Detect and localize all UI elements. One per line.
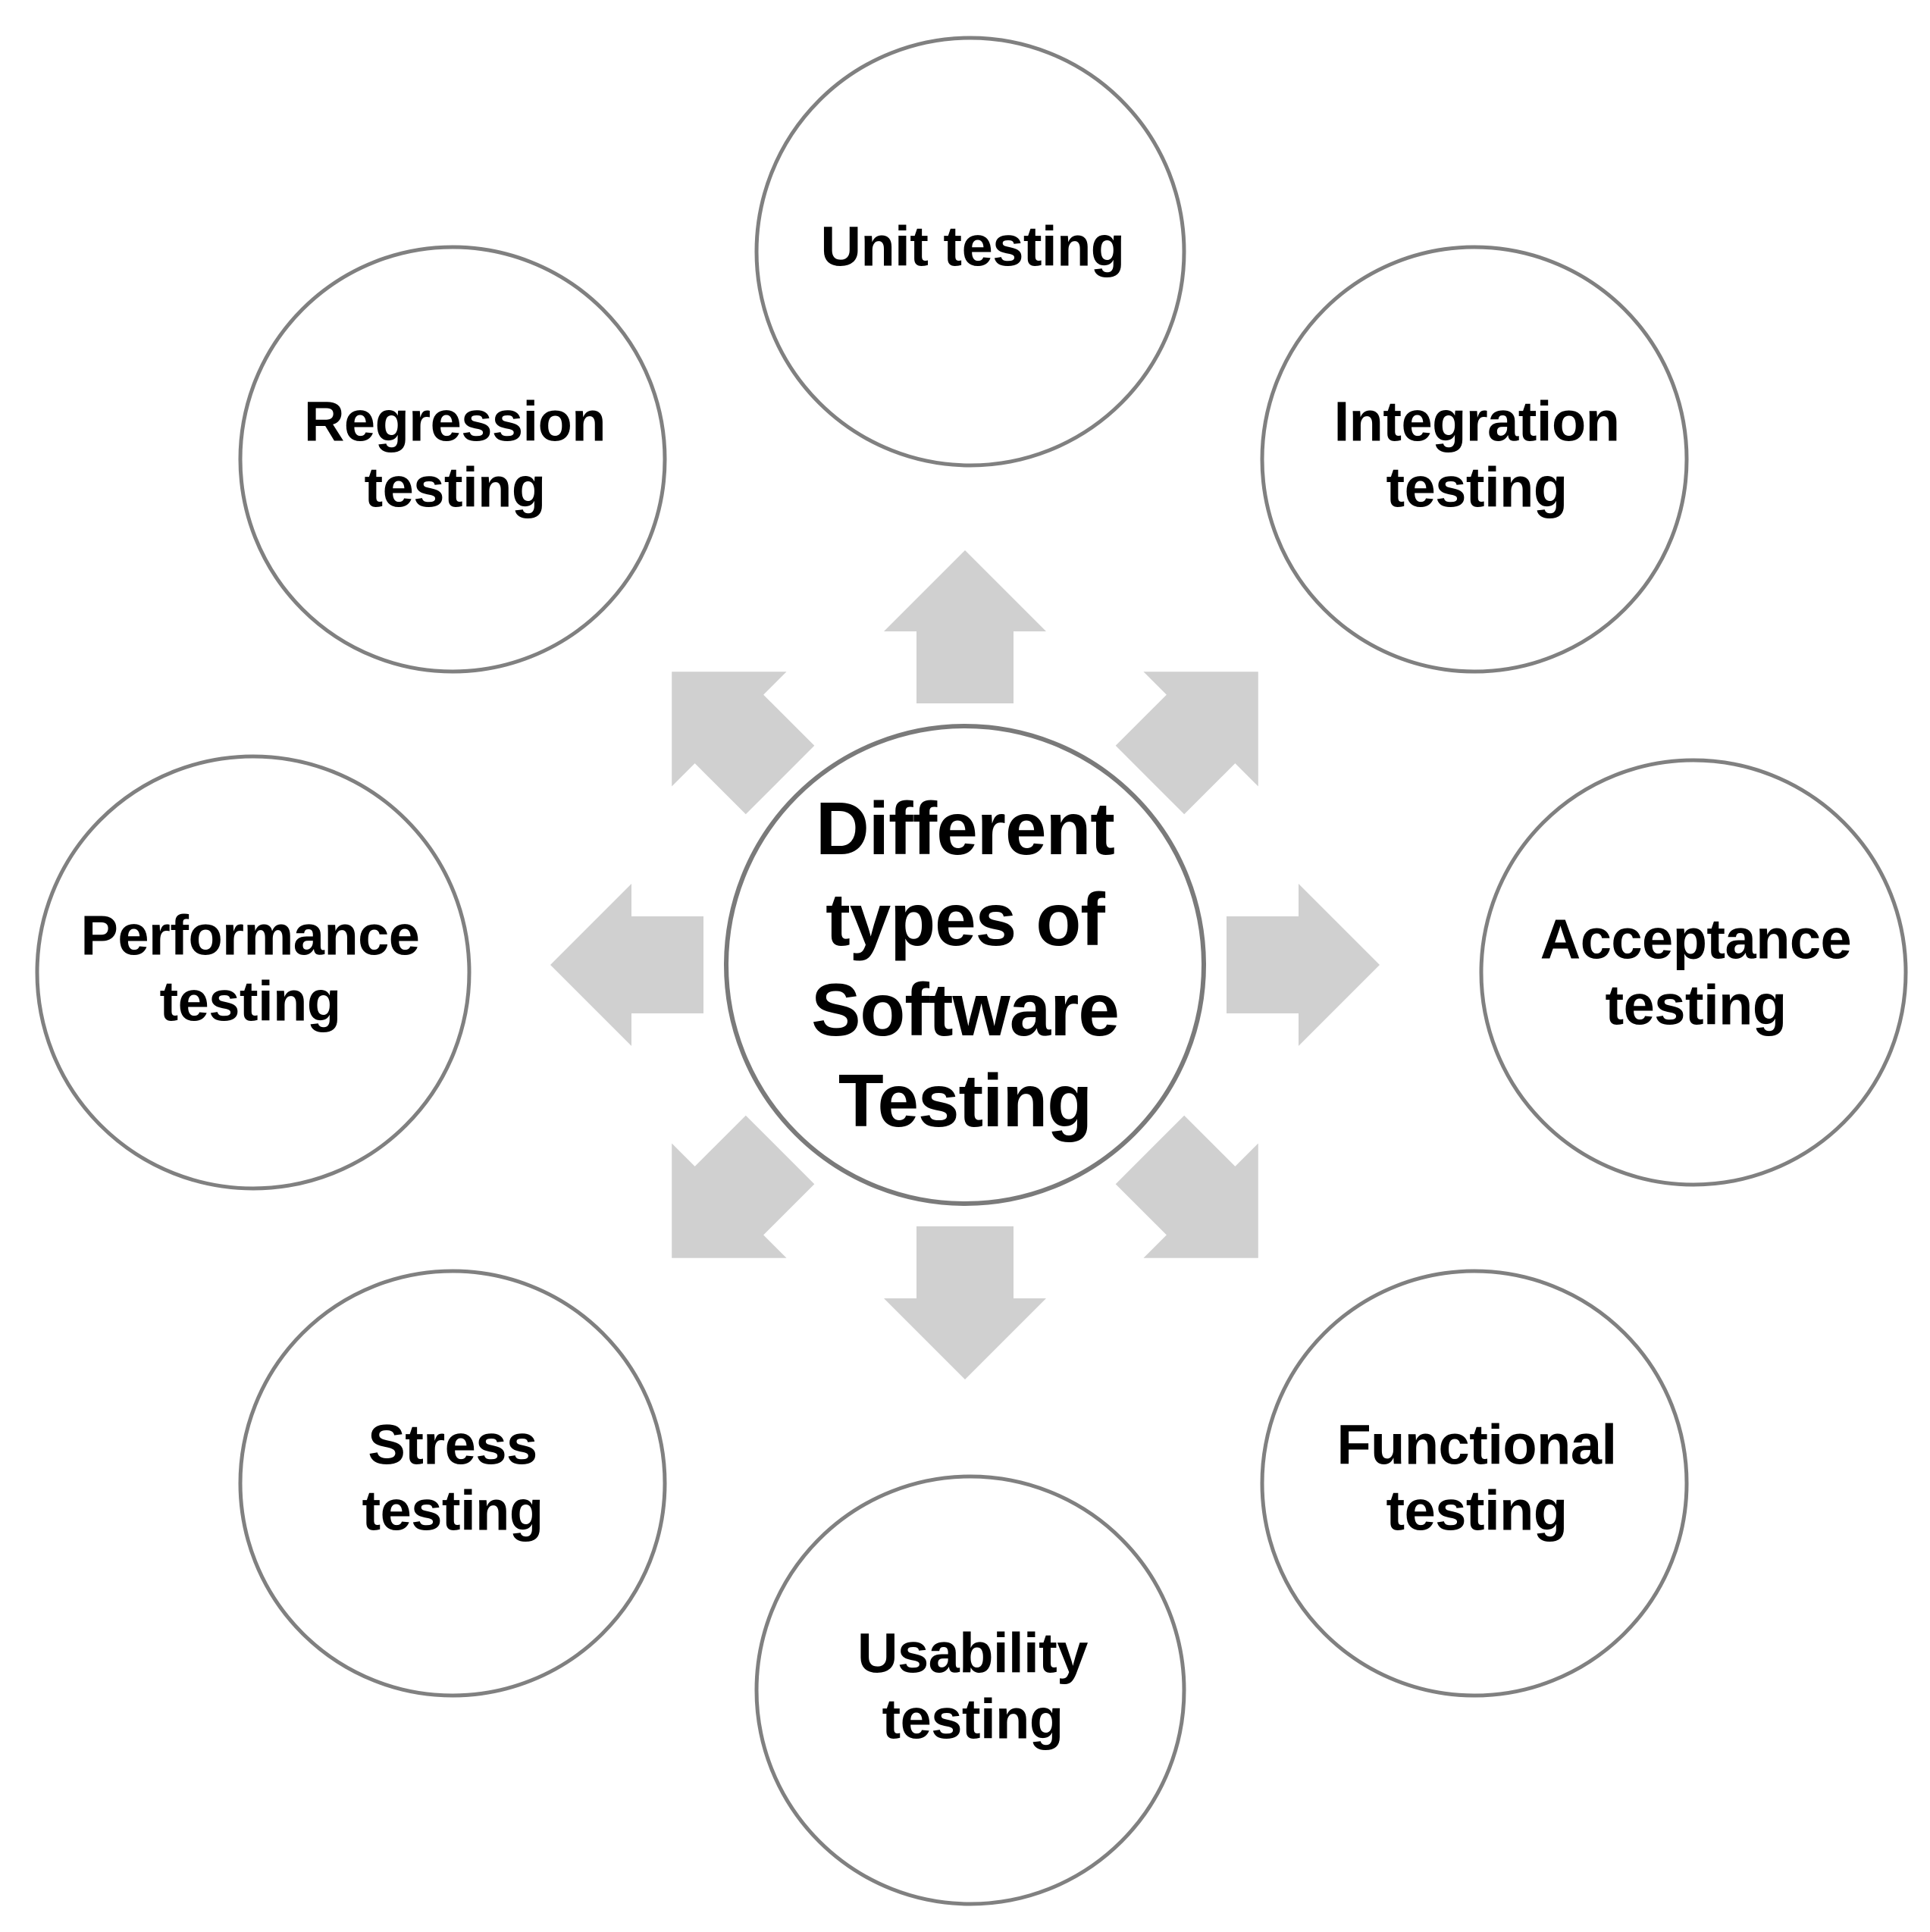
center-circle[interactable] xyxy=(724,724,1206,1206)
arrow-left-icon xyxy=(550,884,703,1046)
node-circle-stress[interactable] xyxy=(238,1269,667,1698)
arrow-down-left-icon xyxy=(672,1115,815,1258)
arrow-right-icon xyxy=(1227,884,1380,1046)
arrow-group xyxy=(550,550,1380,1379)
arrow-down-icon xyxy=(884,1226,1046,1379)
node-circle-regression[interactable] xyxy=(238,245,667,674)
node-circle-unit[interactable] xyxy=(754,36,1186,468)
node-circle-performance[interactable] xyxy=(35,754,472,1191)
node-circle-functional[interactable] xyxy=(1260,1269,1689,1698)
node-circle-acceptance[interactable] xyxy=(1479,758,1908,1187)
arrow-up-icon xyxy=(884,550,1046,703)
node-circle-usability[interactable] xyxy=(754,1474,1186,1906)
node-circle-integration[interactable] xyxy=(1260,245,1689,674)
arrow-down-right-icon xyxy=(1115,1115,1258,1258)
arrow-up-right-icon xyxy=(1115,672,1258,815)
arrow-up-left-icon xyxy=(672,672,815,815)
